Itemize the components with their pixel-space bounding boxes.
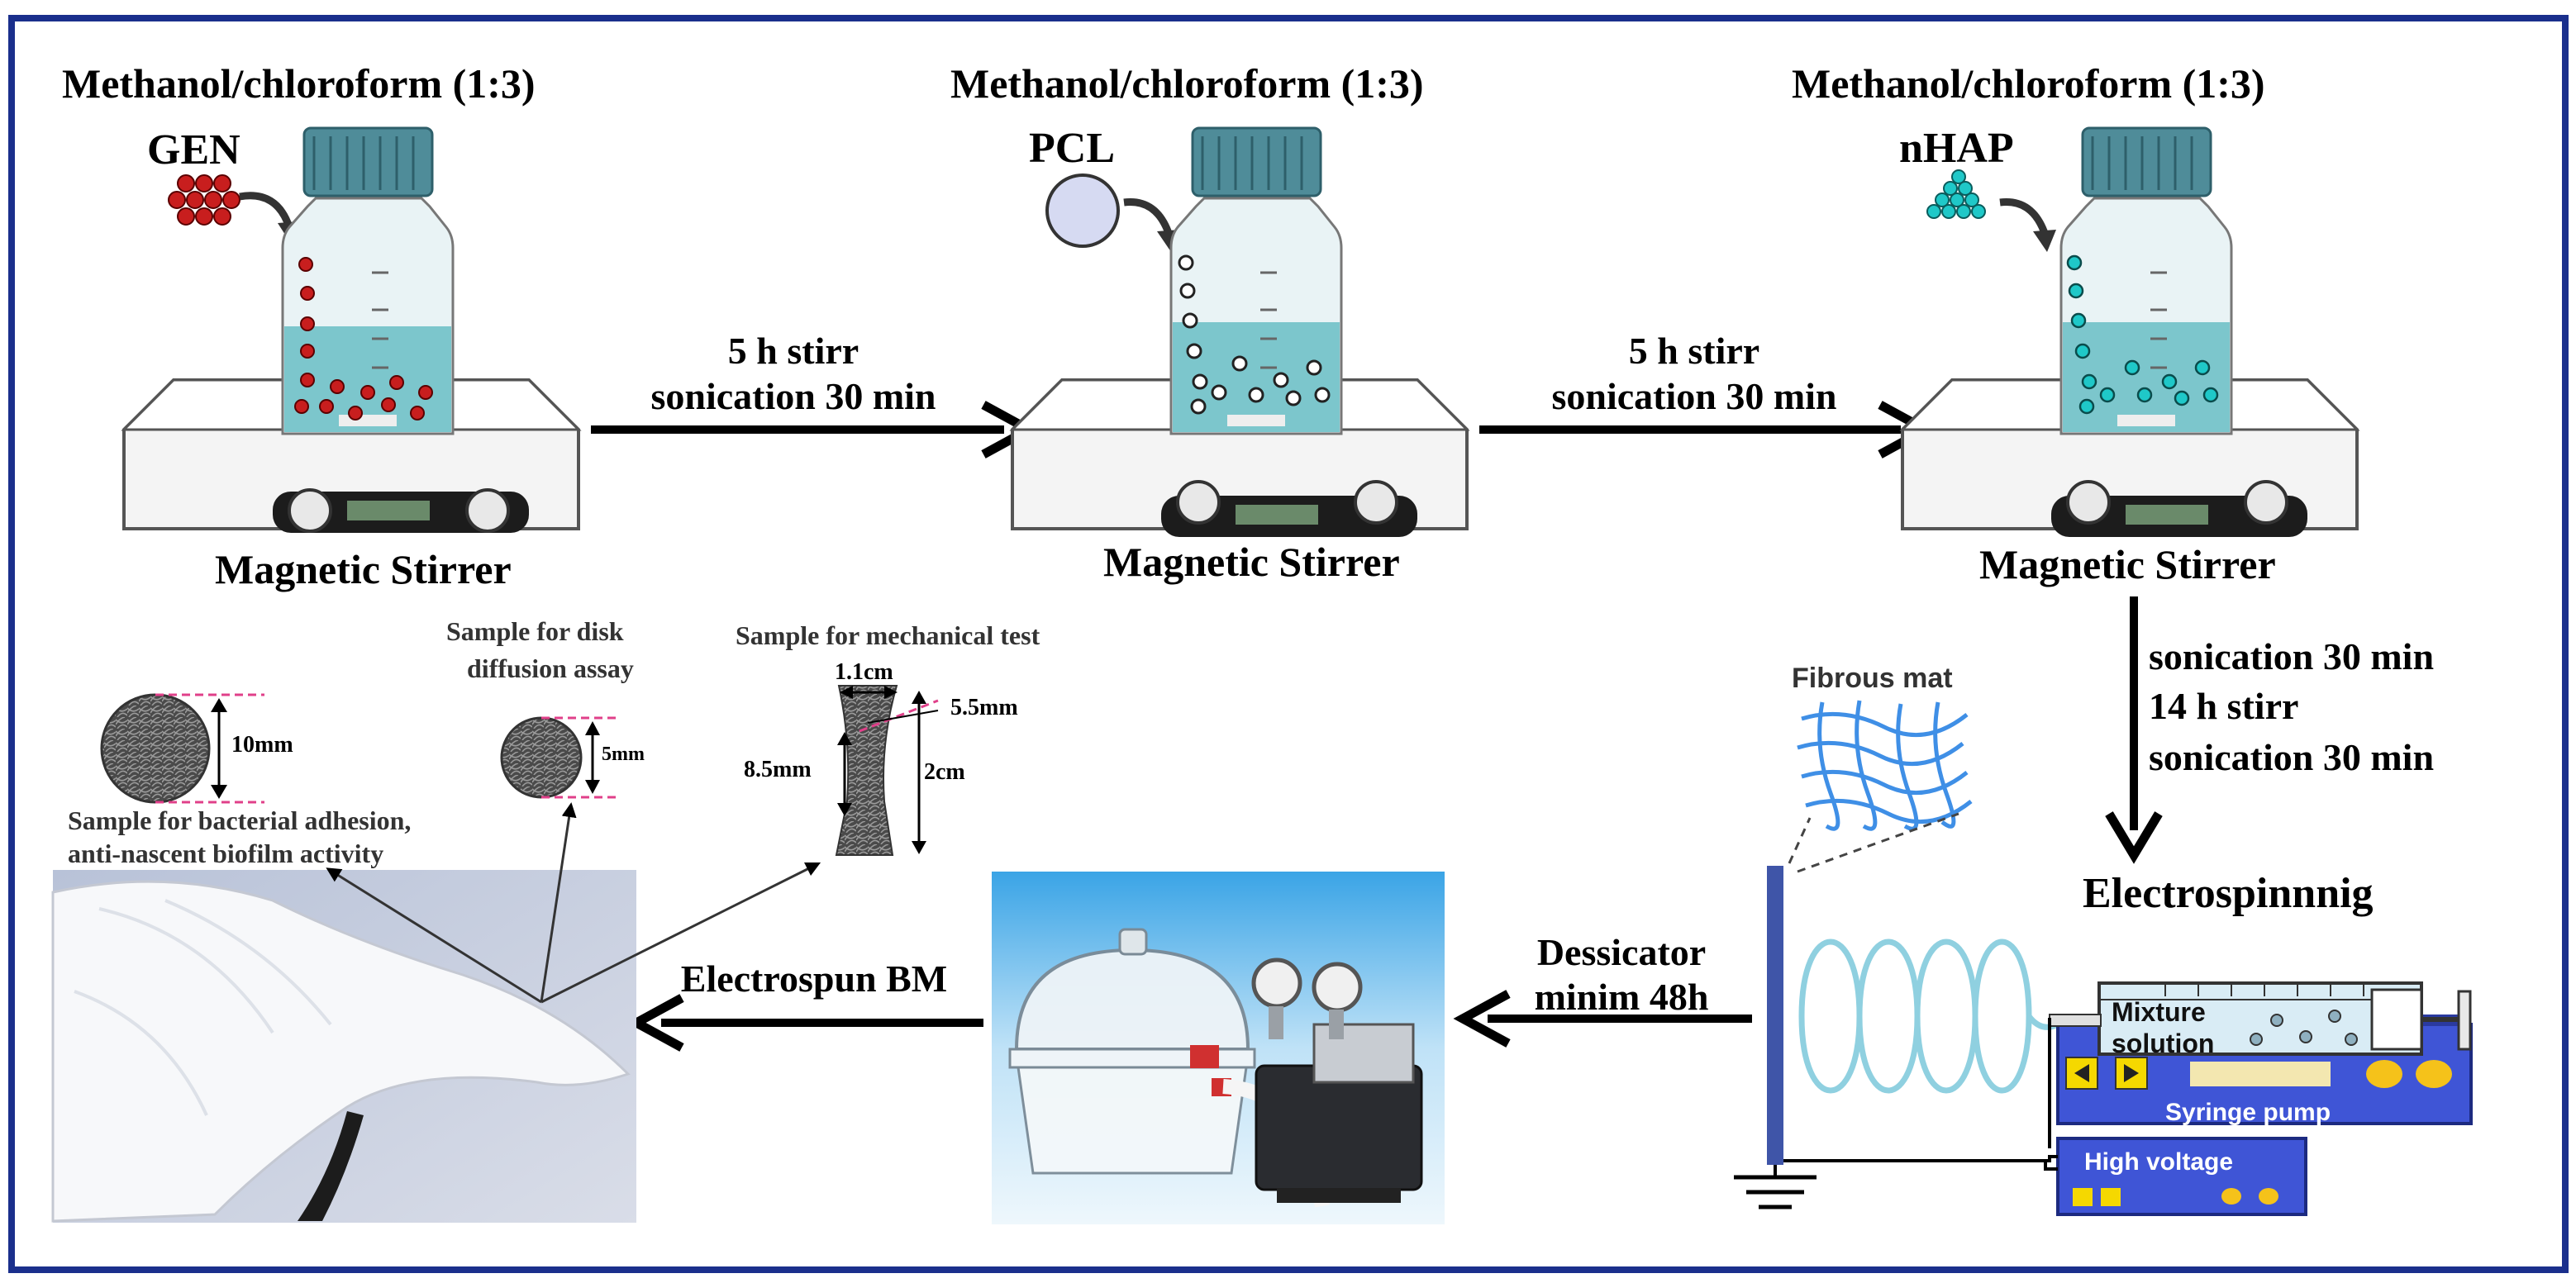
step-label-1: 5 h stirr <box>1629 330 1759 372</box>
step-label-2: sonication 30 min <box>650 375 936 417</box>
dim-5-5mm: 5.5mm <box>950 695 1018 720</box>
stage-3: Methanol/chloroform (1:3) nHAP <box>1792 60 2360 587</box>
adhesion-label-2: anti-nascent biofilm activity <box>68 839 383 868</box>
fiber-jet <box>1798 938 2032 1094</box>
reagent-label: GEN <box>147 126 240 173</box>
pour-arrow-icon <box>1123 198 1174 237</box>
electrospinning-title: Electrospinnnig <box>2083 870 2374 917</box>
diffusion-disk-icon <box>500 716 583 799</box>
dim-2cm: 2cm <box>924 759 965 785</box>
dogbone-sample-icon <box>835 685 898 856</box>
pcl-pellet-icon <box>1045 173 1120 248</box>
magnetic-stirrer-icon <box>1899 378 2360 537</box>
syringe-icon <box>2049 981 2472 1056</box>
disk-label-2: diffusion assay <box>467 653 634 683</box>
pump-knob <box>2416 1060 2452 1088</box>
syringe-pump-label: Syringe pump <box>2165 1099 2331 1126</box>
electrospinning-setup: Electrospinnnig Fibrous mat <box>1734 663 2473 1216</box>
ground-icon <box>1734 1175 1817 1209</box>
pour-arrow-icon <box>239 192 293 229</box>
step-label-1: sonication 30 min <box>2149 635 2434 677</box>
gen-cluster-icon <box>168 174 240 226</box>
sample-pointers <box>326 802 821 1004</box>
device-label: Magnetic Stirrer <box>1103 539 1400 585</box>
dim-5mm: 5mm <box>602 744 645 765</box>
device-label: Magnetic Stirrer <box>215 546 512 592</box>
pump-knob <box>2366 1060 2402 1088</box>
step-label-1: Dessicator <box>1537 931 1706 973</box>
disk-label-1: Sample for disk <box>446 616 624 646</box>
high-voltage-box <box>2056 1137 2307 1216</box>
step-4: Dessicator minim 48h <box>1453 931 1752 1048</box>
step-label-2: 14 h stirr <box>2149 685 2298 727</box>
mechanical-sample: Sample for mechanical test 1.1cm 5.5mm 8… <box>736 620 1040 856</box>
nhap-particles <box>2066 254 2219 415</box>
adhesion-disk-icon <box>100 693 211 804</box>
pcl-particles <box>1178 254 1331 415</box>
electrospun-membrane-photo <box>51 870 636 1223</box>
fibrous-mat-label: Fibrous mat <box>1792 663 1953 694</box>
step-label-1: 5 h stirr <box>728 330 859 372</box>
dim-1-1cm: 1.1cm <box>835 659 893 685</box>
dim-10mm: 10mm <box>231 732 293 758</box>
reagent-label: nHAP <box>1899 125 2014 172</box>
mixture-label-2: solution <box>2112 1029 2214 1058</box>
pump-right-button <box>2115 1057 2148 1090</box>
nhap-cluster-icon <box>1926 169 1986 219</box>
adhesion-sample: 10mm Sample for bacterial adhesion, anti… <box>68 693 411 868</box>
step-3: sonication 30 min 14 h stirr sonication … <box>2105 596 2434 864</box>
bottle-icon <box>1169 126 1343 435</box>
outer-frame <box>8 15 2569 1273</box>
bottle-icon <box>2059 126 2233 435</box>
step-label-1: Electrospun BM <box>681 957 947 1000</box>
step-5: Electrospun BM <box>626 957 983 1052</box>
mech-label: Sample for mechanical test <box>736 620 1040 650</box>
step-label-3: sonication 30 min <box>2149 736 2434 778</box>
disk-diffusion-sample: Sample for disk diffusion assay 5mm <box>446 616 645 799</box>
stage-1: Methanol/chloroform (1:3) GEN <box>62 60 582 592</box>
step-label-2: sonication 30 min <box>1551 375 1836 417</box>
adhesion-label-1: Sample for bacterial adhesion, <box>68 805 411 835</box>
magnetic-stirrer-icon <box>1009 378 1470 537</box>
fibrous-mat-icon <box>1797 700 1973 831</box>
reagent-label: PCL <box>1029 125 1115 172</box>
collector-plate <box>1767 866 1783 1165</box>
stage-2: Methanol/chloroform (1:3) PCL <box>950 60 1470 585</box>
gen-particles <box>294 257 433 421</box>
mixture-label-1: Mixture <box>2112 997 2206 1027</box>
solvent-label: Methanol/chloroform (1:3) <box>950 60 1424 107</box>
high-voltage-label: High voltage <box>2084 1148 2233 1176</box>
vacuum-pump-icon <box>1251 957 1423 1203</box>
desiccator-photo <box>992 872 1445 1224</box>
device-label: Magnetic Stirrer <box>1979 541 2276 587</box>
step-label-2: minim 48h <box>1535 976 1709 1018</box>
step-2: 5 h stirr sonication 30 min <box>1479 330 1936 459</box>
solvent-label: Methanol/chloroform (1:3) <box>1792 60 2265 107</box>
solvent-label: Methanol/chloroform (1:3) <box>62 60 536 107</box>
dim-8-5mm: 8.5mm <box>744 757 812 782</box>
pour-arrow-icon <box>1999 198 2050 237</box>
step-1: 5 h stirr sonication 30 min <box>591 330 1039 459</box>
